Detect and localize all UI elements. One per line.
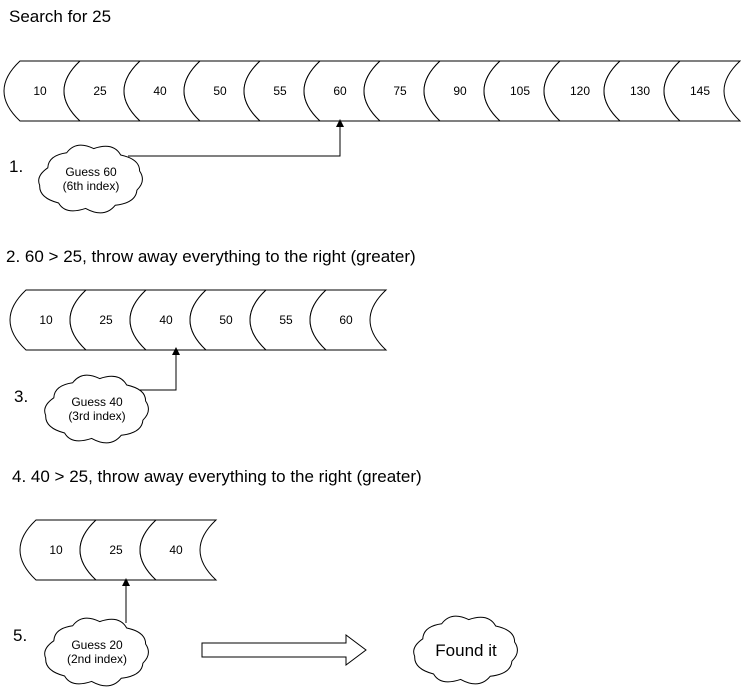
diagram-title: Search for 25 [9, 7, 111, 26]
array-row-left-half: 10 25 40 50 55 60 [9, 289, 388, 351]
cell-value: 50 [213, 84, 227, 98]
result-text: Found it [435, 641, 497, 660]
array-cell [309, 289, 388, 351]
cell-value: 90 [453, 84, 467, 98]
cell-value: 130 [630, 84, 650, 98]
cell-value: 25 [109, 543, 123, 557]
cell-value: 25 [93, 84, 107, 98]
right-block-arrow [201, 634, 367, 666]
array-row-full: 10 25 40 50 55 60 75 90 105 120 130 145 [3, 60, 741, 122]
cell-value: 60 [339, 313, 353, 327]
cell-value: 105 [510, 84, 530, 98]
guess-label: Guess 40 [71, 395, 123, 409]
step-2-number: 2. [6, 247, 20, 266]
cell-value: 50 [219, 313, 233, 327]
guess-2-connector [138, 347, 180, 391]
cell-value: 10 [33, 84, 47, 98]
cell-value: 40 [153, 84, 167, 98]
guess-1-connector [128, 119, 344, 157]
step-1-number: 1. [9, 157, 23, 176]
cloud-shape [38, 144, 143, 214]
guess-index: (3rd index) [68, 409, 125, 423]
guess-index: (6th index) [63, 179, 120, 193]
guess-label: Guess 20 [71, 638, 123, 652]
cell-value: 60 [333, 84, 347, 98]
guess-index: (2nd index) [67, 652, 127, 666]
guess-label: Guess 60 [65, 165, 117, 179]
cloud-shape [44, 374, 149, 444]
cell-value: 40 [159, 313, 173, 327]
cell-value: 40 [169, 543, 183, 557]
array-cell [663, 60, 741, 122]
step-2-description: 60 > 25, throw away everything to the ri… [25, 247, 416, 266]
cell-value: 55 [279, 313, 293, 327]
step-3-number: 3. [14, 387, 28, 406]
cell-value: 10 [49, 543, 63, 557]
cell-value: 145 [690, 84, 710, 98]
cell-value: 10 [39, 313, 53, 327]
step-4-text: 4. 40 > 25, throw away everything to the… [12, 467, 422, 486]
array-row-left-quarter: 10 25 40 [19, 519, 218, 581]
cell-value: 120 [570, 84, 590, 98]
cell-value: 55 [273, 84, 287, 98]
step-2-text: 2. 60 > 25, throw away everything to the… [6, 247, 416, 266]
guess-cloud-2: Guess 40(3rd index) [44, 374, 149, 444]
guess-cloud-3: Guess 20(2nd index) [44, 617, 149, 687]
step-5-number: 5. [13, 626, 27, 645]
step-4-description: 40 > 25, throw away everything to the ri… [31, 467, 422, 486]
guess-clouds: Guess 60(6th index)Guess 40(3rd index)Gu… [38, 144, 518, 687]
cell-value: 25 [99, 313, 113, 327]
step-4-number: 4. [12, 467, 26, 486]
array-cell [139, 519, 218, 581]
cell-value: 75 [393, 84, 407, 98]
cloud-shape [44, 617, 149, 687]
guess-cloud-1: Guess 60(6th index) [38, 144, 143, 214]
cloud-shape [413, 615, 518, 685]
result-cloud: Found it [413, 615, 518, 685]
